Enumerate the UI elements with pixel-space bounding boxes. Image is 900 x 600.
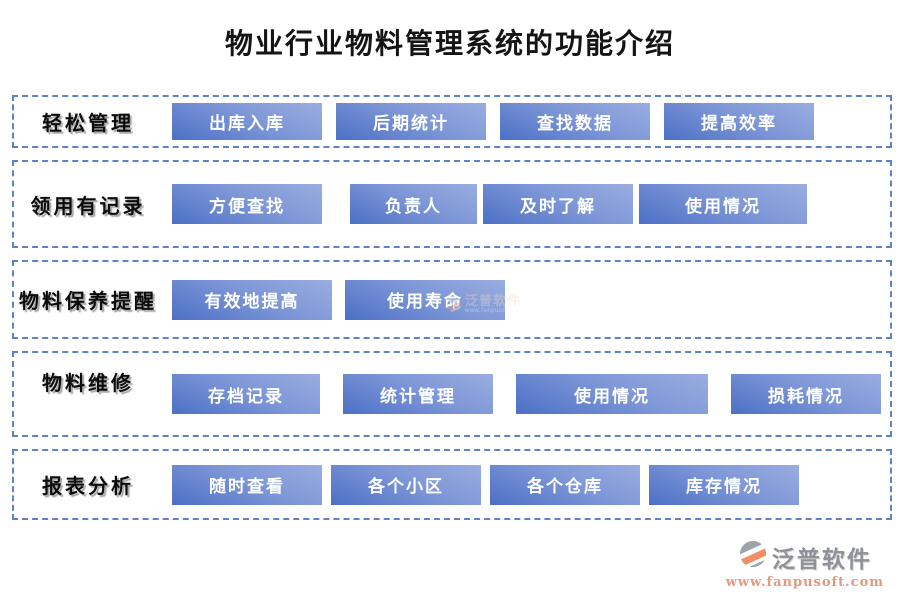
feature-button: 使用情况 — [516, 374, 708, 414]
feature-button: 使用寿命 — [345, 279, 505, 320]
feature-row: 报表分析 随时查看各个小区各个仓库库存情况 — [12, 449, 892, 520]
brand-name: 泛普软件 — [771, 545, 872, 573]
feature-button: 统计管理 — [343, 374, 493, 414]
feature-button: 出库入库 — [172, 103, 322, 140]
fanpu-logo-icon — [739, 540, 766, 568]
feature-rows: 轻松管理 出库入库后期统计查找数据提高效率 领用有记录 方便查找负责人及时了解使… — [12, 95, 892, 532]
brand-logo-top: 泛普软件 — [738, 539, 872, 574]
feature-row-label: 物料维修 — [42, 370, 134, 395]
feature-row: 轻松管理 出库入库后期统计查找数据提高效率 — [12, 95, 892, 148]
feature-buttons-group: 有效地提高使用寿命 — [172, 279, 505, 320]
feature-button: 后期统计 — [336, 103, 486, 140]
feature-buttons-group: 方便查找负责人及时了解使用情况 — [172, 184, 807, 224]
feature-button: 使用情况 — [639, 184, 807, 224]
feature-button: 存档记录 — [172, 374, 320, 414]
feature-button: 负责人 — [350, 184, 477, 224]
feature-row-label: 报表分析 — [42, 474, 134, 498]
feature-row-label: 物料保养提醒 — [19, 289, 157, 313]
feature-button: 各个小区 — [331, 464, 481, 505]
fanpu-logo-icon-slot — [738, 539, 768, 574]
feature-button: 及时了解 — [483, 184, 633, 224]
feature-button: 方便查找 — [172, 184, 322, 224]
brand-url: www.fanpusoft.com — [725, 575, 884, 590]
feature-button: 损耗情况 — [731, 374, 881, 414]
feature-row: 领用有记录 方便查找负责人及时了解使用情况 — [12, 160, 892, 248]
feature-button: 随时查看 — [172, 464, 322, 505]
feature-button: 库存情况 — [649, 464, 799, 505]
feature-buttons-group: 随时查看各个小区各个仓库库存情况 — [172, 464, 799, 505]
feature-button: 各个仓库 — [490, 464, 640, 505]
feature-button: 查找数据 — [500, 103, 650, 140]
page-title: 物业行业物料管理系统的功能介绍 — [224, 27, 675, 60]
feature-buttons-group: 出库入库后期统计查找数据提高效率 — [172, 103, 814, 140]
feature-button: 提高效率 — [664, 103, 814, 140]
feature-row-label: 领用有记录 — [30, 193, 146, 218]
feature-row-label: 轻松管理 — [42, 111, 134, 135]
brand-logo: 泛普软件 www.fanpusoft.com — [726, 539, 884, 590]
feature-row: 物料维修 存档记录统计管理使用情况损耗情况 — [12, 351, 892, 437]
feature-buttons-group: 存档记录统计管理使用情况损耗情况 — [172, 374, 881, 414]
feature-button: 有效地提高 — [172, 279, 332, 320]
